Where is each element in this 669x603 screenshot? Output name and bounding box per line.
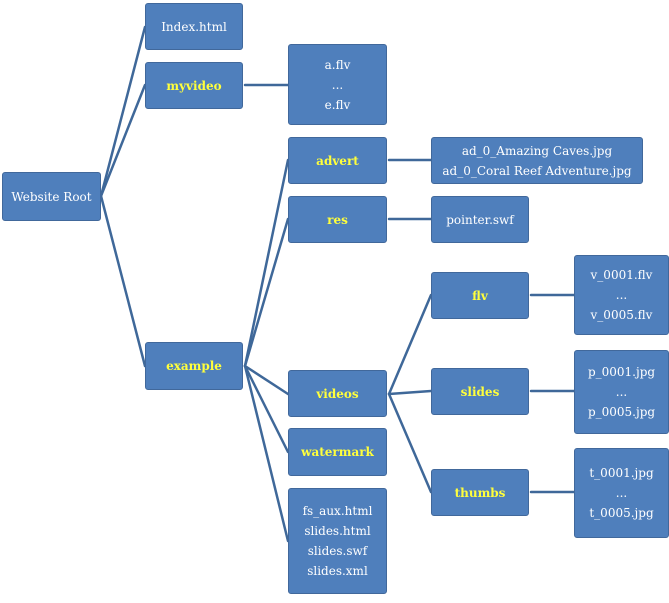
website-root-label: Website Root: [11, 189, 92, 204]
flv-files-node[interactable]: v_0001.flv ... v_0005.flv: [574, 255, 669, 335]
connector-line: [243, 217, 290, 368]
file-entry: t_0001.jpg: [589, 466, 654, 480]
slides-files-node[interactable]: p_0001.jpg ... p_0005.jpg: [574, 350, 669, 434]
myvideo-files-node[interactable]: a.flv ... e.flv: [288, 44, 387, 125]
file-entry: t_0005.jpg: [589, 506, 654, 520]
connector-line: [243, 364, 290, 543]
flv-label: flv: [472, 288, 488, 303]
connector-line: [99, 194, 147, 368]
file-entry: fs_aux.html: [302, 504, 373, 518]
file-entry: ad_0_Amazing Caves.jpg: [461, 143, 613, 158]
ellipsis: ...: [615, 385, 628, 399]
website-root-node[interactable]: Website Root: [2, 172, 101, 221]
myvideo-label: myvideo: [166, 78, 222, 93]
thumbs-files-node[interactable]: t_0001.jpg ... t_0005.jpg: [574, 448, 669, 538]
videos-folder-node[interactable]: videos: [288, 370, 387, 417]
connector-line: [243, 364, 290, 454]
advert-label: advert: [316, 153, 359, 168]
index-html-file-node[interactable]: Index.html: [145, 3, 243, 50]
file-entry: slides.html: [304, 524, 371, 538]
connector-line: [99, 83, 147, 198]
connector-line: [99, 25, 147, 198]
file-entry: slides.xml: [307, 564, 368, 578]
file-entry: p_0005.jpg: [587, 405, 656, 419]
example-files-node[interactable]: fs_aux.html slides.html slides.swf slide…: [288, 488, 387, 594]
example-label: example: [166, 359, 222, 373]
file-entry: v_0001.flv: [590, 268, 653, 282]
file-entry: ad_0_Coral Reef Adventure.jpg: [442, 163, 632, 178]
myvideo-folder-node[interactable]: myvideo: [145, 62, 243, 109]
ellipsis: ...: [615, 486, 628, 500]
file-entry: slides.swf: [307, 544, 368, 558]
file-entry: a.flv: [324, 57, 351, 72]
res-label: res: [327, 212, 348, 227]
file-entry: p_0001.jpg: [587, 365, 656, 379]
ellipsis: ...: [615, 288, 628, 302]
flv-folder-node[interactable]: flv: [431, 272, 529, 319]
slides-folder-node[interactable]: slides: [431, 368, 529, 415]
thumbs-folder-node[interactable]: thumbs: [431, 469, 529, 516]
file-entry: v_0005.flv: [590, 308, 653, 322]
file-entry: pointer.swf: [446, 212, 514, 227]
connector-line: [387, 293, 433, 396]
thumbs-label: thumbs: [454, 485, 506, 500]
res-folder-node[interactable]: res: [288, 196, 387, 243]
connector-line: [243, 158, 290, 368]
videos-label: videos: [316, 386, 359, 401]
res-files-node[interactable]: pointer.swf: [431, 196, 529, 243]
ellipsis: ...: [331, 77, 344, 92]
watermark-label: watermark: [301, 445, 374, 459]
advert-files-node[interactable]: ad_0_Amazing Caves.jpg ad_0_Coral Reef A…: [431, 137, 643, 184]
index-html-label: Index.html: [161, 19, 227, 34]
connector-line: [387, 392, 433, 494]
watermark-folder-node[interactable]: watermark: [288, 428, 387, 476]
slides-label: slides: [460, 384, 500, 399]
connector-line: [243, 364, 290, 396]
advert-folder-node[interactable]: advert: [288, 137, 387, 184]
connector-line: [387, 389, 433, 396]
file-entry: e.flv: [324, 97, 351, 112]
example-folder-node[interactable]: example: [145, 342, 243, 390]
